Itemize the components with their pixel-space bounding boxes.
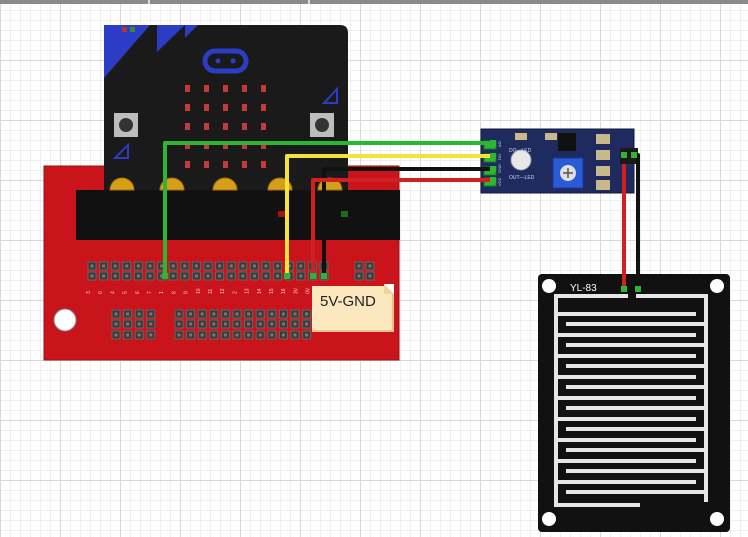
header-pin-label: 5 [123,291,129,294]
module-text-top: DO—LED [509,148,532,154]
led [261,142,266,149]
led [204,123,209,130]
led [261,85,266,92]
header-pin-label: 8 [171,291,177,294]
led [204,161,209,168]
header-pin-label: 12 [220,288,226,294]
module-pin-labels: VCC GND DO AO [497,141,502,186]
led [204,85,209,92]
module-pin-label: AO [497,141,502,147]
led [242,123,247,130]
header-pin-label: 3V [293,287,299,294]
microbit-board [104,25,348,191]
wire-red [311,178,493,276]
note-label: 5V-GND [320,293,376,310]
led [185,85,190,92]
header-pin-label: 14 [257,288,263,294]
header-pin-label: 4 [110,291,116,294]
potentiometer-icon[interactable] [552,157,584,189]
led [185,123,190,130]
led [242,161,247,168]
header-pin-label: 13 [245,288,251,294]
led [204,104,209,111]
wire-black [322,167,493,276]
header-pin-label: 0V [306,287,312,294]
button-a-icon[interactable] [114,113,138,137]
mount-hole [53,308,77,332]
header-pin-label: 9 [184,291,190,294]
led [261,161,266,168]
header-pin-label: 16 [281,288,287,294]
wire-yellow [285,154,493,276]
led [261,104,266,111]
sensor-traces [554,294,708,507]
led [185,104,190,111]
header-pin-label: 2 [232,291,238,294]
wire-ends [162,140,641,292]
yl83-rain-plate: YL-83 [538,274,730,532]
rain-sensor-label: YL-83 [570,283,597,294]
led [223,142,228,149]
header-pin-label: 1 [159,291,165,294]
sticky-note[interactable]: 5V-GND [312,284,394,332]
led [223,161,228,168]
button-b-icon[interactable] [310,113,334,137]
led [242,85,247,92]
rain-sensor-module: DO—LED OUT—LED VCC GND DO AO [480,128,638,194]
header-pin-label: 10 [196,288,202,294]
module-pin-label: GND [497,164,502,173]
led [261,123,266,130]
window-top-bar [0,0,748,4]
led [242,142,247,149]
pin-headers [87,261,375,340]
led [242,104,247,111]
led [185,161,190,168]
wire-black-plate [634,153,640,289]
header-pin-label: 15 [269,288,275,294]
led [204,142,209,149]
header-pin-label: 6 [135,291,141,294]
led [223,123,228,130]
led [223,104,228,111]
module-pin-label: DO [497,154,502,160]
header-pin-label: 7 [147,291,153,294]
module-text-bottom: OUT—LED [509,175,535,181]
header-pin-label: 0 [98,291,104,294]
header-pin-label: 3 [86,291,92,294]
led [185,142,190,149]
led [223,85,228,92]
note-fold [384,284,394,294]
header-pin-label: 11 [208,289,214,294]
microbit-logo-icon [202,48,249,74]
module-pin-label: VCC [497,177,502,186]
led-matrix [185,85,266,168]
wire-green [163,141,493,276]
